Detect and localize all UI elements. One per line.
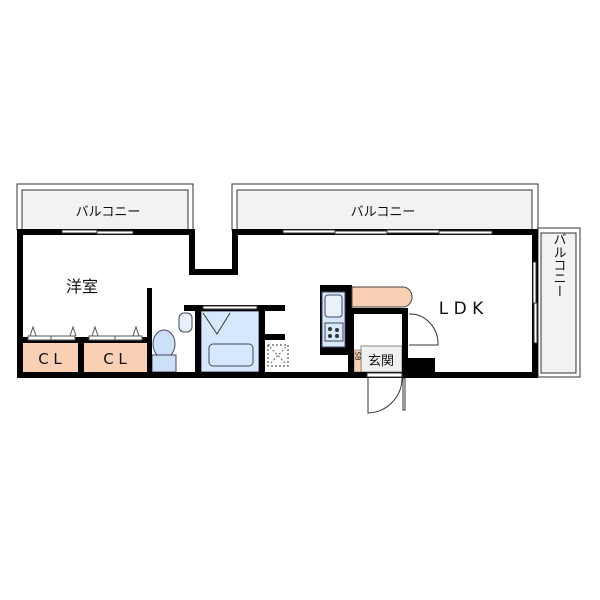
balcony-top-label: バルコニー bbox=[351, 205, 416, 220]
closet-1-label: C L bbox=[38, 350, 62, 368]
bathtub-icon bbox=[208, 343, 254, 367]
windows bbox=[61, 229, 538, 378]
front-door-icon[interactable] bbox=[367, 377, 403, 414]
interior-door-icon bbox=[408, 313, 439, 346]
balcony-right-label: バルコニー bbox=[551, 233, 567, 298]
kitchen-sink-icon bbox=[324, 294, 343, 318]
closet-2 bbox=[84, 343, 147, 372]
closet-1 bbox=[23, 343, 78, 372]
western-room-label: 洋室 bbox=[66, 277, 98, 296]
balcony-top: バルコニー bbox=[231, 183, 539, 231]
balcony-right: バルコニー bbox=[537, 227, 581, 378]
dining-counter bbox=[351, 286, 413, 308]
balcony-left-label: バルコニー bbox=[76, 205, 141, 220]
stove-icon bbox=[324, 322, 344, 342]
ldk-label: L D K bbox=[439, 299, 484, 319]
toilet-icon bbox=[151, 329, 177, 373]
shoe-box-label: SB bbox=[354, 351, 362, 360]
sink-icon bbox=[178, 312, 193, 333]
closet-2-label: C L bbox=[103, 350, 127, 368]
entrance-label: 玄関 bbox=[368, 354, 394, 369]
entrance bbox=[360, 345, 403, 373]
balcony-left: バルコニー bbox=[16, 183, 194, 231]
bath-door-icon bbox=[202, 312, 231, 335]
